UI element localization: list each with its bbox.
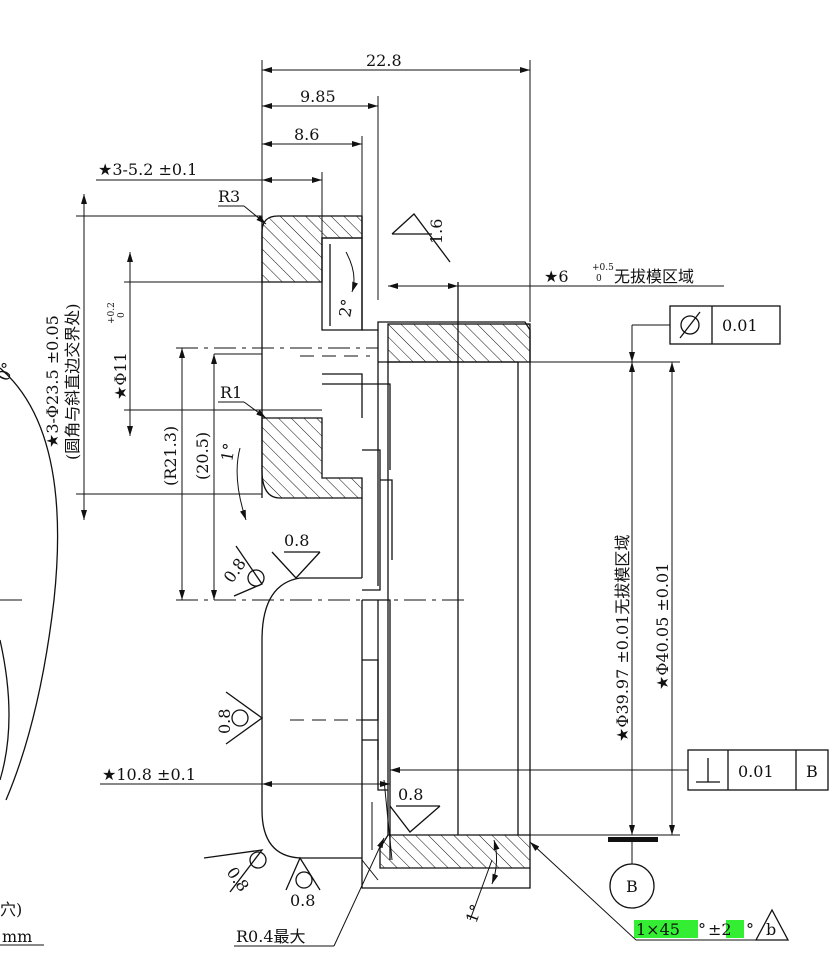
left-fragment-angle: 0° [0, 360, 18, 384]
dim-bore-tol-upper: +0.2 [107, 302, 117, 324]
ring-bottom-section [379, 834, 531, 869]
perpendicularity-frame [687, 749, 829, 791]
roughness-0-8-a: 0.8 [284, 531, 309, 550]
no-draft-6-text: 无拔模区域 [614, 267, 694, 286]
dim-8-6: 8.6 [294, 125, 319, 144]
dim-bore-dia: ★Φ11 [111, 352, 130, 400]
datum-bar [608, 837, 658, 842]
dim-overall-length: 22.8 [366, 51, 402, 70]
dim-10-8: ★10.8 ±0.1 [102, 765, 196, 784]
dim-bore-tol-lower: 0 [117, 312, 127, 318]
datum-label: B [626, 877, 638, 896]
perp-datum: B [806, 762, 818, 781]
dim-hole-dia-line1: ★3-Φ23.5 ±0.05 [43, 315, 62, 448]
label-r1: R1 [220, 383, 242, 402]
right-dimensions: ★6 +0.5 0 无拔模区域 0.01 ★Φ39.97 ±0.01无拔模区域 … [100, 263, 829, 947]
dim-hole-dia-line2: (圆角与斜直边交界处) [63, 304, 82, 461]
perp-value: 0.01 [738, 762, 774, 781]
runout-frame [669, 305, 781, 345]
roughness-0-8-f: 0.8 [290, 891, 315, 910]
runout-value: 0.01 [722, 316, 758, 335]
roughness-0-8-d: 0.8 [398, 785, 423, 804]
center-lines [176, 347, 470, 721]
ring-top-section [387, 323, 531, 363]
chamfer-deg: ° [698, 920, 706, 939]
chamfer-value: 1×45 [636, 920, 680, 939]
chamfer-highlight-1 [634, 920, 698, 938]
dim-dia-39-97: ★Φ39.97 ±0.01无拔模区域 [613, 535, 632, 742]
dim-r21-3: (R21.3) [161, 426, 180, 486]
dim-hole-depth: ★3-5.2 ±0.1 [98, 160, 197, 179]
roughness-0-8-c: 0.8 [215, 709, 234, 734]
left-dimensions: ★3-Φ23.5 ±0.05 (圆角与斜直边交界处) ★Φ11 +0.2 0 (… [43, 194, 359, 600]
radius-callouts: R3 R1 [218, 187, 267, 419]
draft-2-deg: 2° [335, 297, 357, 318]
no-draft-6-upper: +0.5 [592, 263, 614, 273]
left-fragment-unit: mm [2, 927, 32, 946]
angle-1-bottom: 1° [462, 902, 486, 926]
top-dimensions: 22.8 9.85 8.6 ★3-5.2 ±0.1 [96, 51, 531, 322]
no-draft-6-lower: 0 [596, 274, 602, 284]
label-r3: R3 [218, 187, 240, 206]
dim-20-5: (20.5) [193, 432, 212, 480]
chamfer-highlight-2 [726, 920, 744, 938]
detail-lines [361, 779, 393, 881]
min-radius: R0.4最大 [236, 927, 306, 946]
lower-rim-section [261, 417, 363, 499]
dim-dia-40-05: ★Φ40.05 ±0.01 [653, 563, 672, 690]
upper-rim-section [261, 215, 363, 283]
angle-1-top: 1° [217, 441, 239, 462]
dim-9-85: 9.85 [300, 87, 336, 106]
chamfer-note: b [766, 920, 776, 939]
left-fragment-paren: 穴) [0, 900, 22, 919]
part-body [261, 215, 531, 889]
chamfer-tol: ±2 [708, 920, 732, 939]
no-draft-6-value: ★6 [544, 267, 569, 286]
left-view-fragment: 0° 穴) mm [0, 360, 59, 946]
roughness-symbols: 1.6 0.8 0.8 0.8 0.8 0.8 0.8 [203, 213, 451, 910]
chamfer-tol-deg: ° [746, 920, 754, 939]
roughness-1-6: 1.6 [427, 219, 446, 244]
